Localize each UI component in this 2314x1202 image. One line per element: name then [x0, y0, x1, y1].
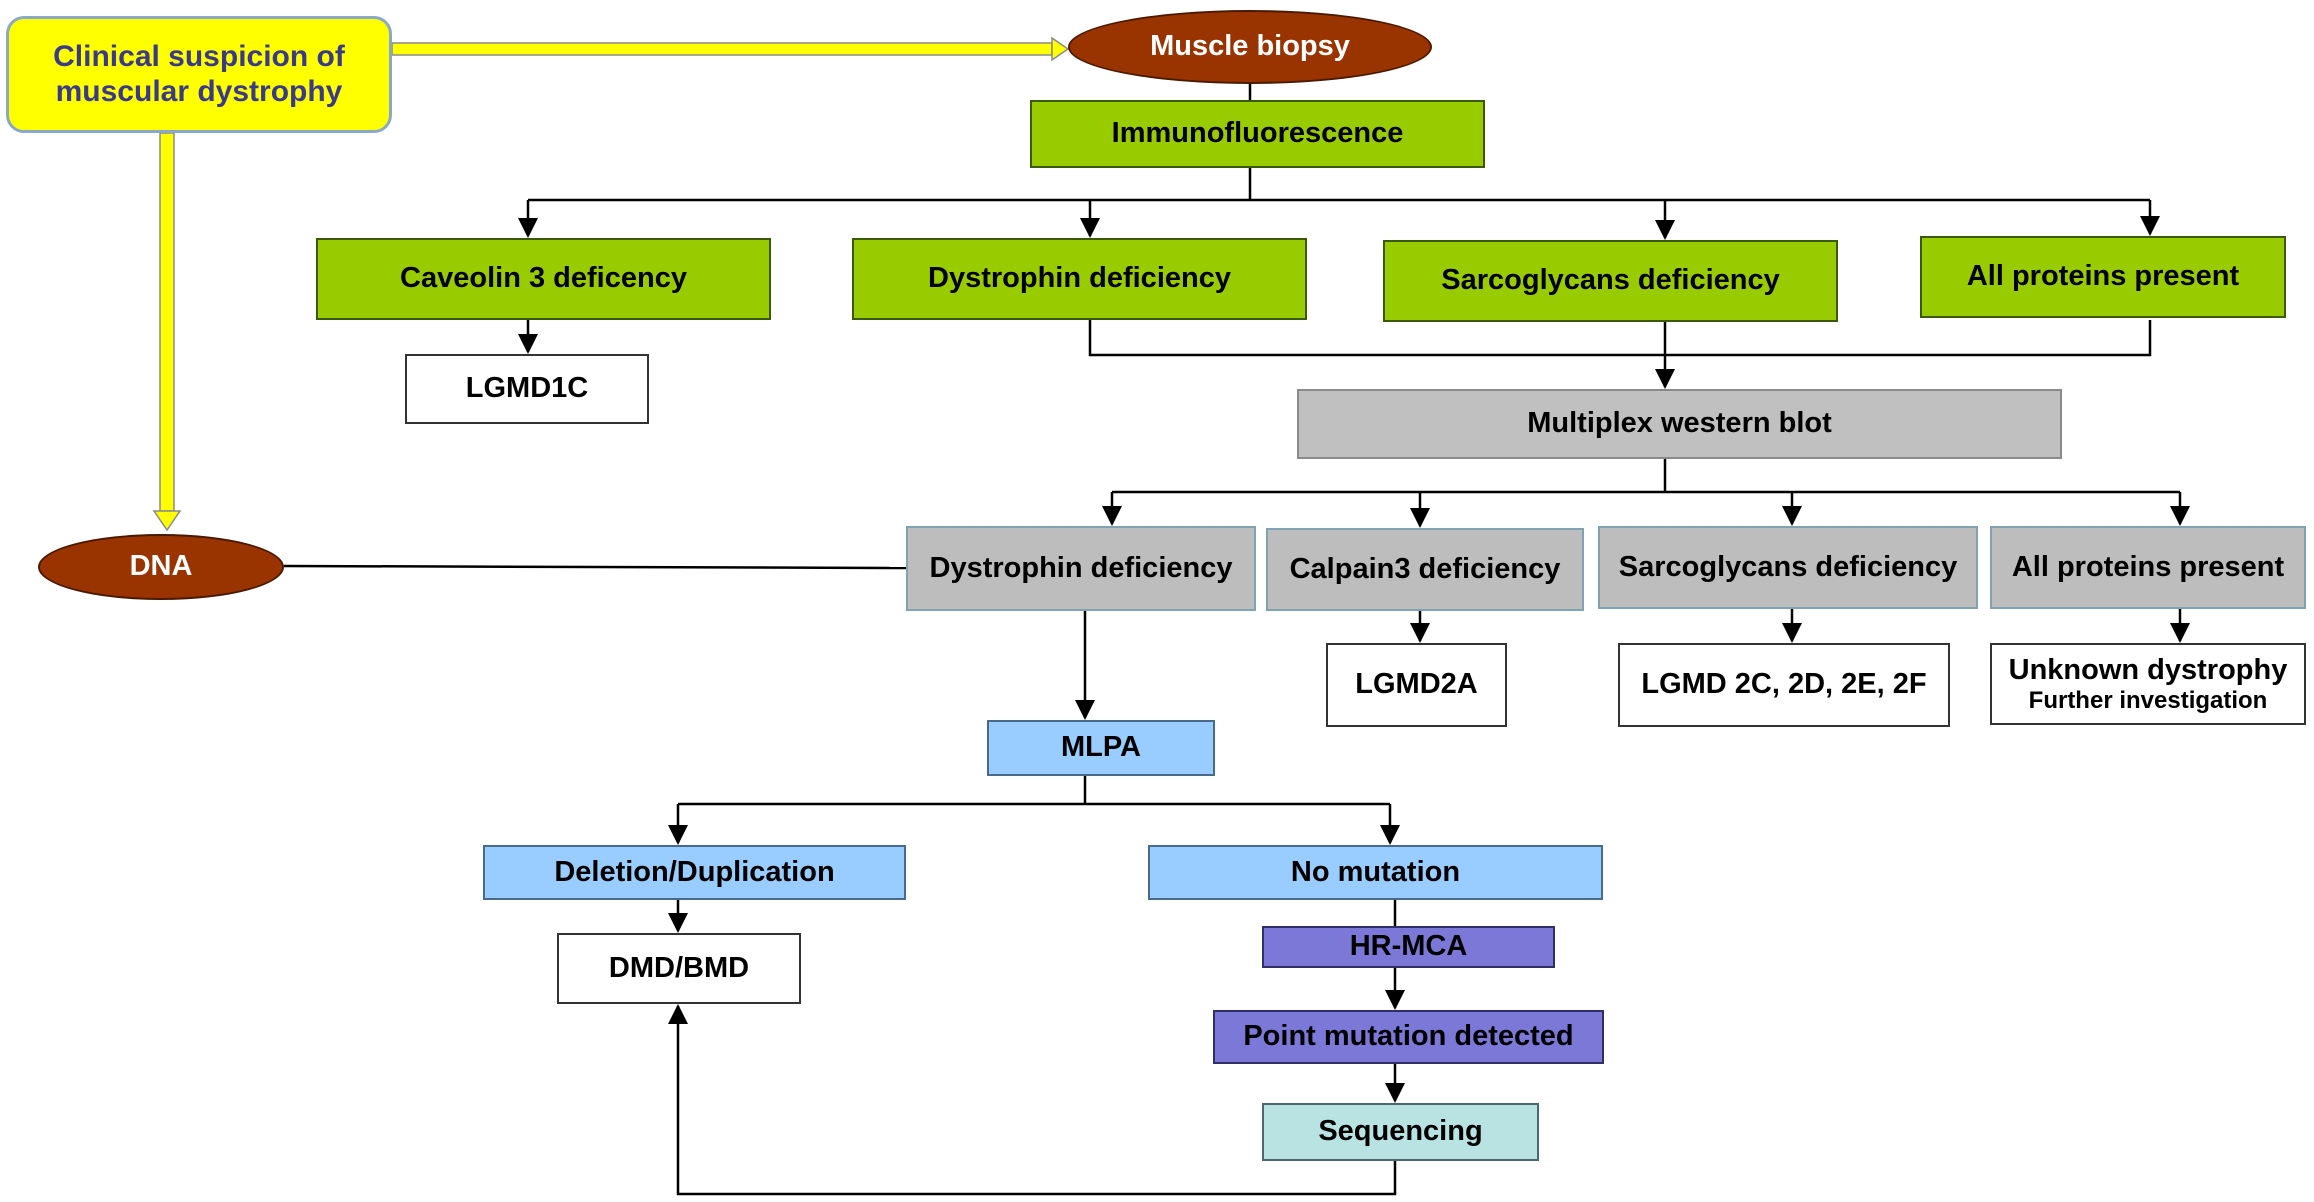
dmd-bmd-label: DMD/BMD [608, 951, 750, 984]
dna-ellipse: DNA [38, 534, 284, 600]
sarcoglycans-deficiency-if-box: Sarcoglycans deficiency [1383, 240, 1838, 322]
yellow-arrow-down-shaft [159, 132, 175, 512]
edge-dna-dystrophin [283, 564, 907, 570]
mlpa-label: MLPA [1060, 731, 1141, 764]
edge-if-to-wb-bus [1088, 320, 2152, 357]
caveolin3-deficiency-box: Caveolin 3 deficency [316, 238, 771, 320]
mlpa-box: MLPA [987, 720, 1215, 776]
sequencing-label: Sequencing [1318, 1115, 1483, 1148]
dystrophin-deficiency-if-box: Dystrophin deficiency [852, 238, 1307, 320]
clinical-suspicion-box: Clinical suspicion of muscular dystrophy [6, 16, 392, 133]
lgmd-2c-2d-2e-2f-box: LGMD 2C, 2D, 2E, 2F [1618, 643, 1950, 727]
all-proteins-present-wb-box: All proteins present [1990, 526, 2306, 609]
lgmd-2c-2d-2e-2f-label: LGMD 2C, 2D, 2E, 2F [1641, 668, 1927, 701]
dystrophin-deficiency-wb-box: Dystrophin deficiency [906, 526, 1256, 611]
dystrophin-deficiency-wb-label: Dystrophin deficiency [929, 551, 1233, 584]
all-proteins-present-if-label: All proteins present [1966, 260, 2240, 293]
point-mutation-detected-box: Point mutation detected [1213, 1010, 1604, 1064]
sarcoglycans-deficiency-if-label: Sarcoglycans deficiency [1441, 264, 1780, 297]
yellow-arrow-right-shaft [391, 42, 1053, 56]
immunofluorescence-box: Immunofluorescence [1030, 100, 1485, 168]
yellow-arrows [152, 36, 1070, 532]
deletion-duplication-box: Deletion/Duplication [483, 845, 906, 900]
dna-label: DNA [129, 550, 193, 583]
yellow-arrow-down-head [152, 510, 182, 532]
all-proteins-present-if-box: All proteins present [1920, 236, 2286, 318]
unknown-dystrophy-box: Unknown dystrophy Further investigation [1990, 643, 2306, 725]
calpain3-deficiency-label: Calpain3 deficiency [1289, 552, 1561, 585]
lgmd1c-box: LGMD1C [405, 354, 649, 424]
hr-mca-label: HR-MCA [1349, 930, 1468, 963]
sarcoglycans-deficiency-wb-label: Sarcoglycans deficiency [1618, 550, 1958, 583]
edge-sequencing-dmd [668, 1004, 1397, 1196]
hr-mca-box: HR-MCA [1262, 926, 1555, 968]
sequencing-box: Sequencing [1262, 1103, 1539, 1161]
dmd-bmd-box: DMD/BMD [557, 933, 801, 1004]
lgmd2a-label: LGMD2A [1355, 668, 1478, 701]
lgmd1c-label: LGMD1C [465, 372, 589, 405]
calpain3-deficiency-box: Calpain3 deficiency [1266, 528, 1584, 611]
no-mutation-box: No mutation [1148, 845, 1603, 900]
dystrophin-deficiency-if-label: Dystrophin deficiency [928, 262, 1231, 295]
sarcoglycans-deficiency-wb-box: Sarcoglycans deficiency [1598, 526, 1978, 609]
muscle-biopsy-label: Muscle biopsy [1150, 30, 1350, 63]
no-mutation-label: No mutation [1290, 855, 1461, 888]
lgmd2a-box: LGMD2A [1326, 643, 1507, 727]
muscle-biopsy-ellipse: Muscle biopsy [1068, 10, 1432, 84]
yellow-arrow-right-head [1051, 36, 1070, 62]
multiplex-western-blot-box: Multiplex western blot [1297, 389, 2062, 459]
all-proteins-present-wb-label: All proteins present [2011, 550, 2285, 583]
caveolin3-deficiency-label: Caveolin 3 deficency [400, 262, 687, 295]
clinical-suspicion-label: Clinical suspicion of muscular dystrophy [53, 40, 345, 108]
point-mutation-detected-label: Point mutation detected [1243, 1020, 1574, 1053]
unknown-dystrophy-label: Unknown dystrophy [2008, 653, 2288, 686]
immunofluorescence-label: Immunofluorescence [1111, 117, 1404, 150]
multiplex-western-blot-label: Multiplex western blot [1527, 407, 1832, 440]
deletion-duplication-label: Deletion/Duplication [554, 855, 835, 888]
further-investigation-label: Further investigation [2028, 686, 2268, 714]
